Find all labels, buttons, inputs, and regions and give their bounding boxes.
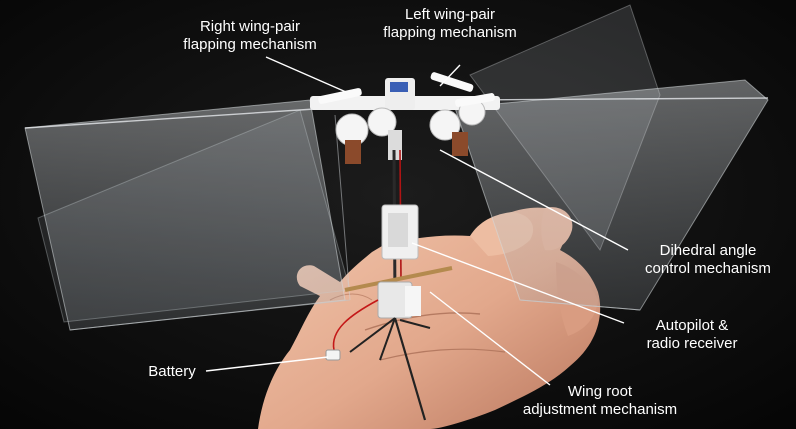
robot-body bbox=[310, 72, 500, 421]
right-wing bbox=[454, 4, 769, 311]
label-dihedral-line1: Dihedral angle bbox=[659, 242, 757, 259]
label-autopilot: Autopilot & radio receiver bbox=[612, 317, 772, 353]
label-dihedral-line2: control mechanism bbox=[645, 260, 771, 277]
label-dihedral: Dihedral angle control mechanism bbox=[620, 242, 796, 278]
label-wing-root-line1: Wing root bbox=[567, 383, 633, 400]
label-right-wing-pair-line1: Right wing-pair bbox=[199, 18, 301, 35]
label-wing-root-line2: adjustment mechanism bbox=[522, 401, 678, 418]
label-right-wing-pair-line2: flapping mechanism bbox=[183, 36, 317, 53]
leader-dihedral bbox=[439, 149, 629, 251]
leader-battery bbox=[205, 356, 329, 372]
leader-autopilot bbox=[411, 242, 625, 324]
leader-left-wing-pair bbox=[439, 64, 461, 87]
label-left-wing-pair-line1: Left wing-pair bbox=[404, 6, 496, 23]
left-wing bbox=[24, 99, 351, 331]
label-wing-root: Wing root adjustment mechanism bbox=[500, 383, 700, 419]
leader-lines bbox=[205, 56, 629, 386]
label-left-wing-pair: Left wing-pair flapping mechanism bbox=[350, 6, 550, 42]
leader-right-wing-pair bbox=[265, 56, 347, 93]
label-battery-line1: Battery bbox=[148, 363, 196, 380]
label-battery: Battery bbox=[132, 363, 212, 381]
label-autopilot-line1: Autopilot & bbox=[655, 317, 729, 334]
label-right-wing-pair: Right wing-pair flapping mechanism bbox=[150, 18, 350, 54]
label-autopilot-line2: radio receiver bbox=[646, 335, 738, 352]
leader-wing-root bbox=[429, 291, 551, 386]
label-left-wing-pair-line2: flapping mechanism bbox=[383, 24, 517, 41]
